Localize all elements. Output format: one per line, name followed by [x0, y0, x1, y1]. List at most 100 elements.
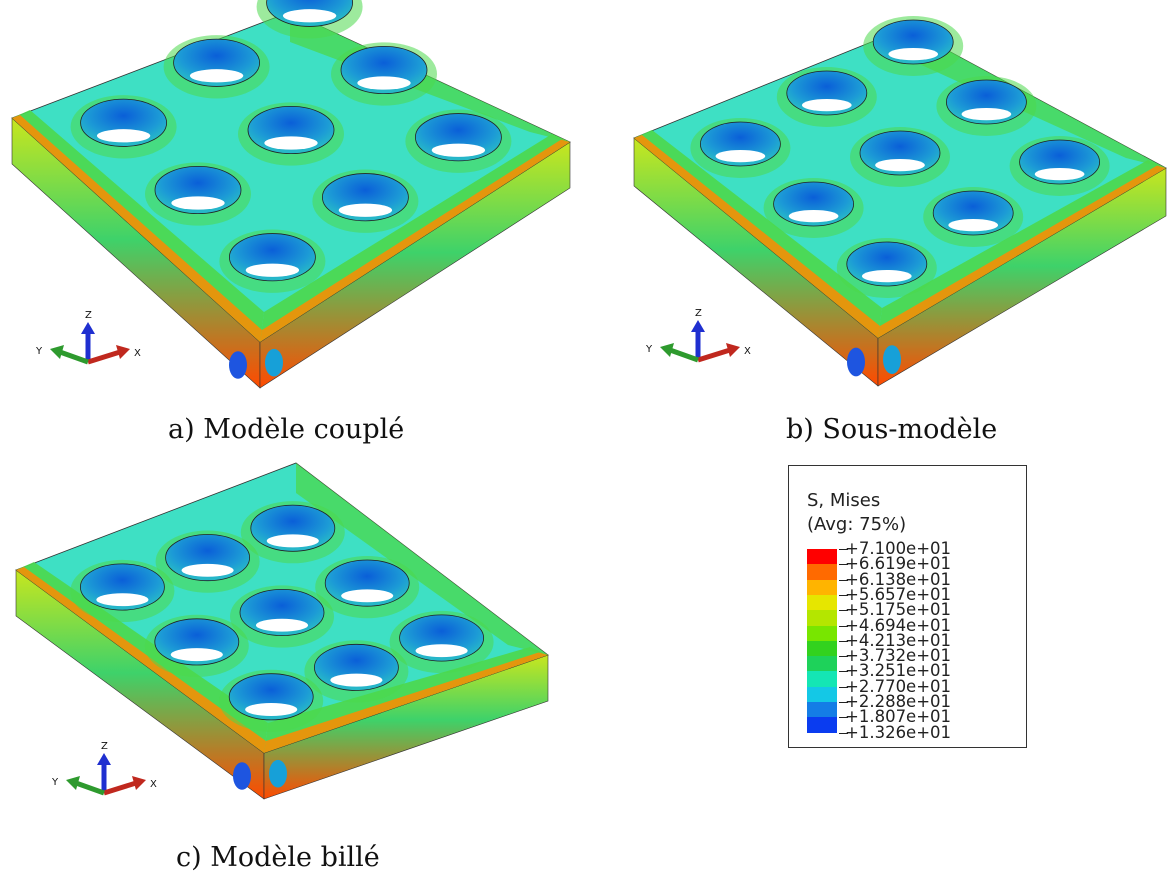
plate-render-a: Z X Y: [11, 0, 571, 389]
legend-value: +2.288e+01: [845, 692, 952, 711]
legend-value: +7.100e+01: [845, 539, 952, 558]
legend-value: +3.251e+01: [845, 661, 952, 681]
legend-value: +4.694e+01: [845, 615, 952, 635]
y-axis-arrow: [660, 343, 674, 357]
axis-label-y: Y: [645, 344, 653, 355]
hole-opening: [338, 203, 393, 217]
panel-ball-model: Z X Y: [0, 455, 580, 835]
axis-triad: ZXY: [645, 308, 751, 363]
legend-value: +2.770e+01: [845, 676, 952, 696]
caption-ball-model: c) Modèle billé: [176, 842, 380, 873]
stress-spot: [847, 347, 865, 377]
hole-opening: [961, 107, 1012, 121]
axis-label-y: Y: [51, 777, 59, 788]
legend-title: S, Mises: [807, 490, 881, 511]
hole-opening: [948, 218, 998, 232]
caption-coupled-model: a) Modèle couplé: [168, 414, 405, 445]
x-axis-arrow: [726, 343, 740, 357]
stress-spot: [229, 351, 247, 379]
legend-tick: [839, 732, 848, 734]
legend-tick: [839, 702, 848, 703]
plate-c: Z X Y: [15, 462, 549, 800]
legend-value: +1.326e+01: [845, 722, 952, 742]
hole-opening: [282, 9, 337, 23]
legend-color-band: [807, 594, 837, 611]
hole-opening: [264, 136, 318, 150]
legend-color-band: [807, 702, 837, 718]
hole-opening: [171, 196, 225, 210]
axis-label-x: X: [150, 779, 157, 790]
legend-color-band: [807, 549, 837, 565]
legend-tick: [839, 717, 848, 719]
panel-coupled-model: Z X Y: [0, 0, 580, 400]
stress-band: [634, 135, 880, 338]
legend-value: +6.619e+01: [845, 554, 952, 574]
legend-value: +5.657e+01: [845, 584, 952, 604]
hole-opening: [862, 269, 912, 283]
hole-opening: [96, 593, 149, 607]
stress-band: [12, 115, 262, 342]
hole-opening: [888, 47, 938, 61]
legend-color-band: [807, 564, 837, 581]
z-axis-arrow: [81, 322, 95, 334]
y-axis-arrow: [50, 345, 64, 359]
axis-triad: Z X Y: [35, 310, 141, 365]
hole-opening: [715, 149, 766, 163]
legend-color-band: [807, 717, 837, 734]
hole-opening: [189, 69, 244, 83]
hole-opening: [431, 143, 486, 157]
axis-label-z: Z: [85, 310, 92, 321]
legend-value: +4.213e+01: [845, 630, 952, 650]
stress-spot: [269, 759, 287, 788]
hole-opening: [357, 76, 411, 90]
legend-tick: [839, 579, 848, 581]
legend-color-band: [807, 686, 837, 703]
stress-legend: S, Mises (Avg: 75%) +7.100e+01+6.619e+01…: [788, 465, 1027, 748]
hole-opening: [1034, 167, 1085, 181]
plate-a: Z X Y: [11, 0, 571, 389]
axis-label-x: X: [134, 348, 141, 359]
legend-tick: [839, 564, 848, 566]
legend-tick: [839, 610, 848, 612]
hole-opening: [181, 563, 234, 577]
axis-label-y: Y: [35, 346, 43, 357]
z-axis-arrow: [691, 320, 705, 332]
stress-band: [296, 463, 548, 655]
plate-render-c: Z X Y: [15, 462, 549, 800]
legend-value: +3.732e+01: [845, 646, 952, 666]
stress-band: [16, 567, 266, 753]
z-axis-arrow: [97, 753, 111, 765]
stress-band: [264, 652, 548, 753]
plate-b: ZXY: [633, 16, 1167, 387]
legend-tick: [839, 594, 848, 596]
legend-color-band: [807, 640, 837, 657]
hole-opening: [330, 673, 383, 687]
hole-opening: [96, 129, 151, 143]
hole-opening: [341, 589, 394, 603]
hole-opening: [245, 263, 300, 277]
axis-label-z: Z: [695, 308, 702, 319]
x-axis-arrow: [116, 345, 130, 359]
stress-band: [906, 28, 1166, 168]
legend-tick: [839, 549, 848, 550]
hole-opening: [245, 703, 298, 716]
hole-opening: [415, 644, 468, 658]
legend-value: +5.175e+01: [845, 600, 952, 620]
legend-color-band: [807, 579, 837, 596]
legend-color-band: [807, 671, 837, 688]
plate-render-b: ZXY: [633, 16, 1167, 387]
hole-opening: [266, 534, 319, 548]
hole-opening: [255, 618, 309, 632]
legend-tick: [839, 625, 848, 627]
stress-band: [260, 139, 570, 342]
x-axis-arrow: [132, 776, 146, 790]
hole-opening: [170, 648, 223, 662]
legend-tick: [839, 640, 848, 642]
legend-tick: [839, 671, 848, 673]
legend-color-band: [807, 625, 837, 642]
legend-tick: [839, 686, 848, 688]
legend-color-band: [807, 656, 837, 672]
axis-label-z: Z: [101, 741, 108, 752]
hole-opening: [788, 209, 839, 223]
